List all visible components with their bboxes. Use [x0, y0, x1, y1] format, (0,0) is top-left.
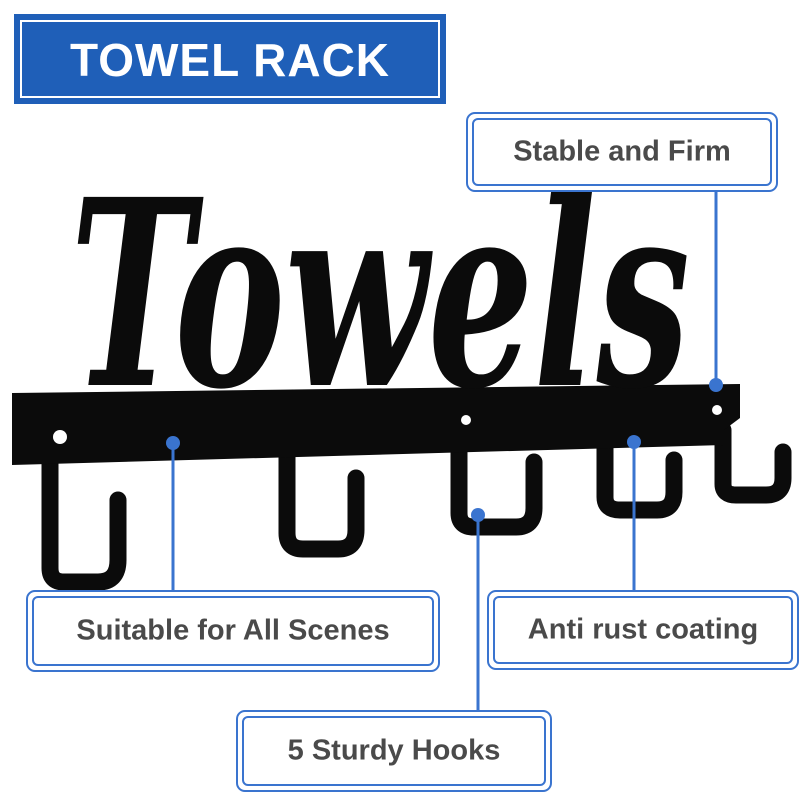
- leader-dot-hooks: [471, 508, 485, 522]
- callout-label: Anti rust coating: [527, 613, 759, 646]
- callout-label: Stable and Firm: [513, 135, 731, 168]
- hook-3: [450, 431, 543, 536]
- callout-anti-rust-coating: Anti rust coating: [487, 590, 799, 670]
- screw-hole-right: [712, 405, 722, 415]
- callout-label: 5 Sturdy Hooks: [287, 734, 501, 767]
- leader-dot-rust: [627, 435, 641, 449]
- callout-5-sturdy-hooks: 5 Sturdy Hooks: [236, 710, 552, 792]
- hooks: [41, 421, 792, 591]
- callout-label: Suitable for All Scenes: [76, 614, 390, 647]
- screw-hole-center: [461, 415, 471, 425]
- callout-leaders: [166, 192, 723, 712]
- mounting-bar: [12, 384, 740, 465]
- title-banner: TOWEL RACK: [14, 14, 446, 104]
- hook-4: [596, 431, 683, 519]
- hook-1: [41, 431, 127, 591]
- screw-hole-left: [53, 430, 67, 444]
- hook-5: [714, 421, 792, 504]
- callout-stable-and-firm: Stable and Firm: [466, 112, 778, 192]
- callout-suitable-for-all-scenes: Suitable for All Scenes: [26, 590, 440, 672]
- banner-title: TOWEL RACK: [69, 34, 391, 86]
- leader-dot-scenes: [166, 436, 180, 450]
- hook-2: [278, 431, 365, 558]
- leader-dot-stable: [709, 378, 723, 392]
- sign-text: Towels: [70, 143, 690, 446]
